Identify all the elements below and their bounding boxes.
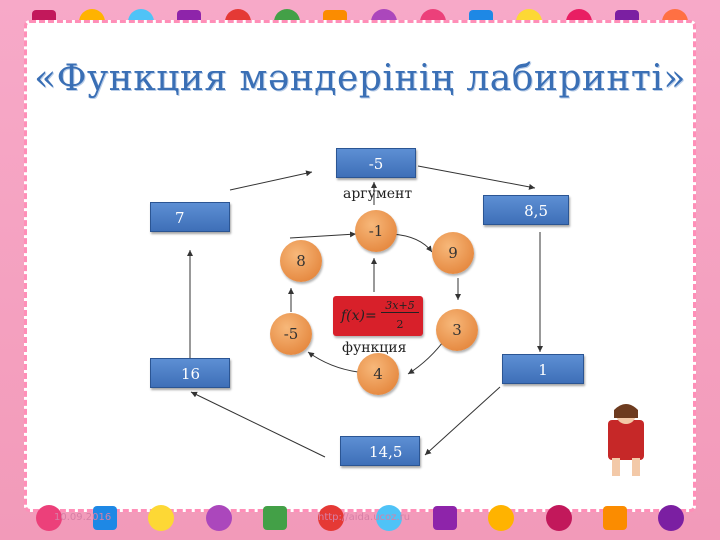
formula-numerator: 3x+5: [381, 299, 419, 313]
box-bottom: 14,5: [340, 436, 420, 466]
circle-right-up: 9: [432, 232, 474, 274]
box-right-lower: 1: [502, 354, 584, 384]
circle-left-down: -5: [270, 313, 312, 355]
circle-right-down: 3: [436, 309, 478, 351]
box-top: -5: [336, 148, 416, 178]
circle-left-up: 8: [280, 240, 322, 282]
box-right: 8,5: [483, 195, 569, 225]
box-left: 7: [150, 202, 230, 232]
footer-date: 10.09.2016: [54, 512, 112, 523]
label-function: функция: [342, 340, 407, 356]
formula-denominator: 2: [396, 318, 404, 331]
footer-site[interactable]: http://aida.ucoz.ru: [318, 512, 411, 523]
formula-lhs: f(x)=: [341, 308, 377, 324]
white-paper: [24, 20, 696, 512]
box-left-lower: 16: [150, 358, 230, 388]
formula-box: f(x)= 3x+5 2: [333, 296, 423, 336]
bottom-decoration: [20, 496, 700, 540]
circle-top: -1: [355, 210, 397, 252]
circle-bottom: 4: [357, 353, 399, 395]
label-argument: аргумент: [343, 186, 413, 202]
page-title: «Функция мәндерінің лабиринті»: [34, 58, 686, 99]
girl-illustration: [608, 404, 644, 476]
